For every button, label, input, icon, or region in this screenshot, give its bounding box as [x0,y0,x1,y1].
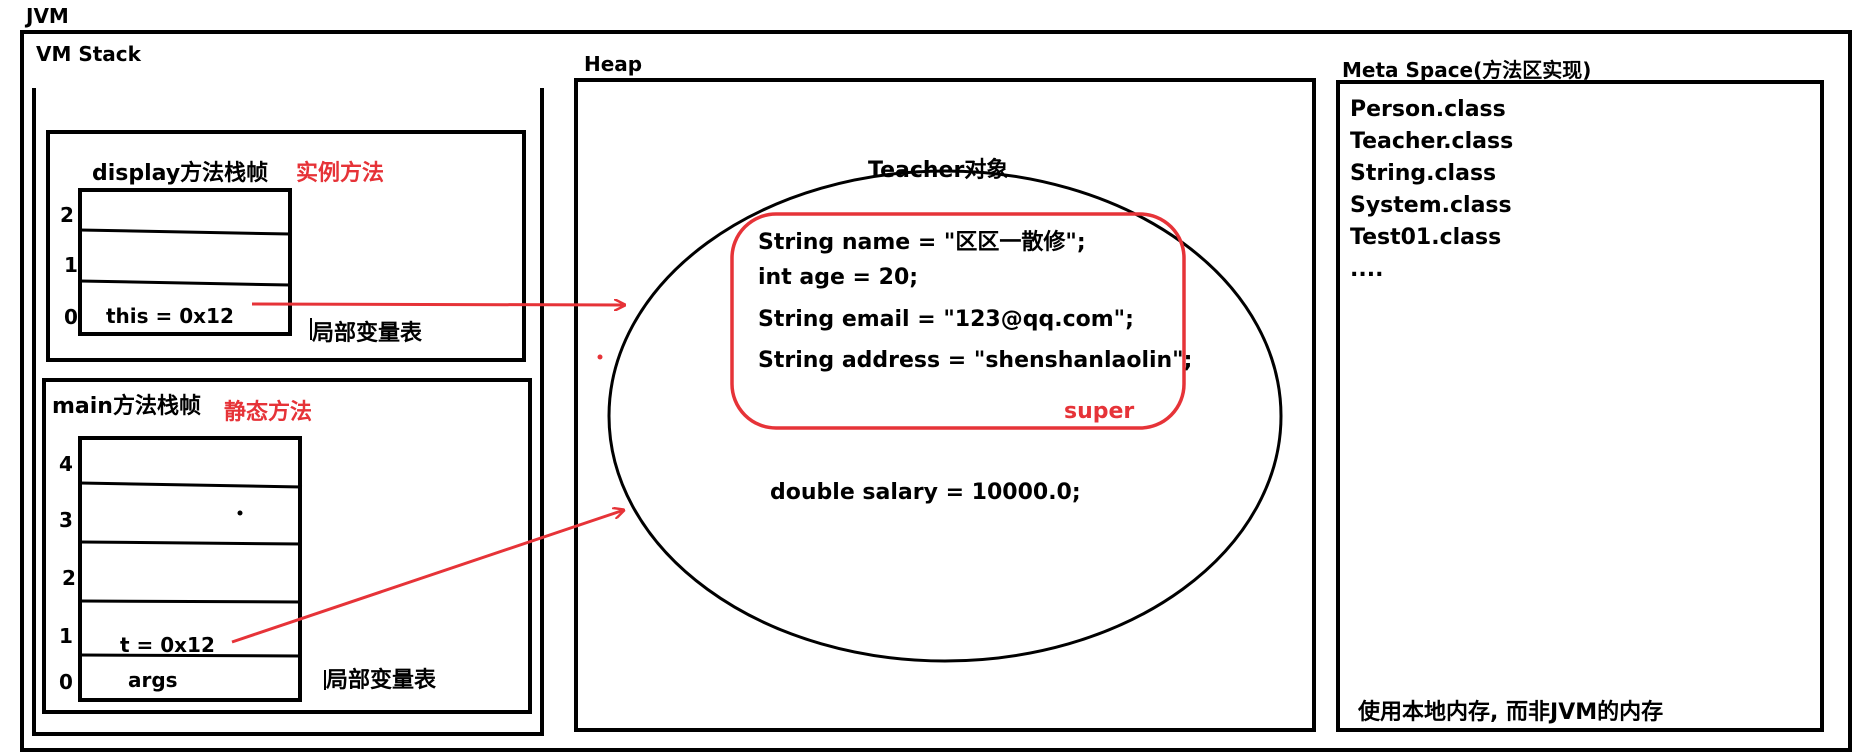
class-item-ellipsis: .... [1350,257,1384,282]
main-slot-divider-1 [79,481,303,489]
class-item-system: System.class [1350,193,1512,218]
main-slot-index-1: 1 [59,624,73,648]
main-slot-divider-2 [79,540,303,546]
teacher-object-ellipse [607,169,1283,663]
main-local-var-table [78,436,302,702]
main-slot-index-4: 4 [59,452,73,476]
super-field-age: int age = 20; [758,265,919,290]
vm-stack-label: VM Stack [36,42,141,66]
t-reference-arrow [231,510,624,644]
heap-label: Heap [584,52,643,76]
display-frame-box [46,130,526,362]
super-field-address: String address = "shenshanlaolin"; [758,348,1193,373]
own-field-salary: double salary = 10000.0; [770,480,1081,505]
main-slot-index-0: 0 [59,670,73,694]
stray-dot-red [597,354,603,360]
display-slot-index-2: 2 [60,203,74,227]
heap-box [574,78,1316,732]
super-field-name: String name = "区区一散修"; [758,230,1086,255]
meta-space-note: 使用本地内存, 而非JVM的内存 [1358,700,1664,725]
vm-stack-box [32,88,544,736]
display-frame-kind: 实例方法 [296,161,385,186]
super-boundary [730,212,1186,430]
meta-space-box [1336,80,1824,732]
main-table-label: 局部变量表 [326,668,437,693]
display-table-label: 局部变量表 [312,321,423,346]
main-frame-box [42,378,532,714]
meta-space-label: Meta Space(方法区实现) [1342,58,1592,82]
display-slot-index-1: 1 [64,253,78,277]
class-item-teacher: Teacher.class [1350,129,1514,154]
super-label: super [1064,399,1135,424]
main-frame-label: main方法栈帧 [52,394,201,419]
jvm-title: JVM [26,4,69,28]
main-slot-index-2: 2 [62,566,76,590]
display-slot-divider-1 [79,228,291,236]
jvm-container [20,30,1852,752]
class-item-test01: Test01.class [1350,225,1502,250]
display-slot-index-0: 0 [64,305,78,329]
display-slot-divider-2 [79,279,291,287]
main-slot1-value: t = 0x12 [120,633,215,657]
display-slot0-value: this = 0x12 [106,304,234,328]
display-local-var-table [78,188,292,336]
class-item-person: Person.class [1350,97,1506,122]
this-reference-arrow [251,304,625,305]
stray-dot-black [237,510,243,516]
super-field-email: String email = "123@qq.com"; [758,307,1134,332]
class-item-string: String.class [1350,161,1497,186]
main-slot-index-3: 3 [59,508,73,532]
display-frame-label: display方法栈帧 [92,161,269,186]
main-slot-divider-3 [79,599,303,604]
main-slot0-value: args [128,668,178,692]
main-frame-kind: 静态方法 [224,400,313,425]
main-slot-divider-4 [79,653,303,658]
